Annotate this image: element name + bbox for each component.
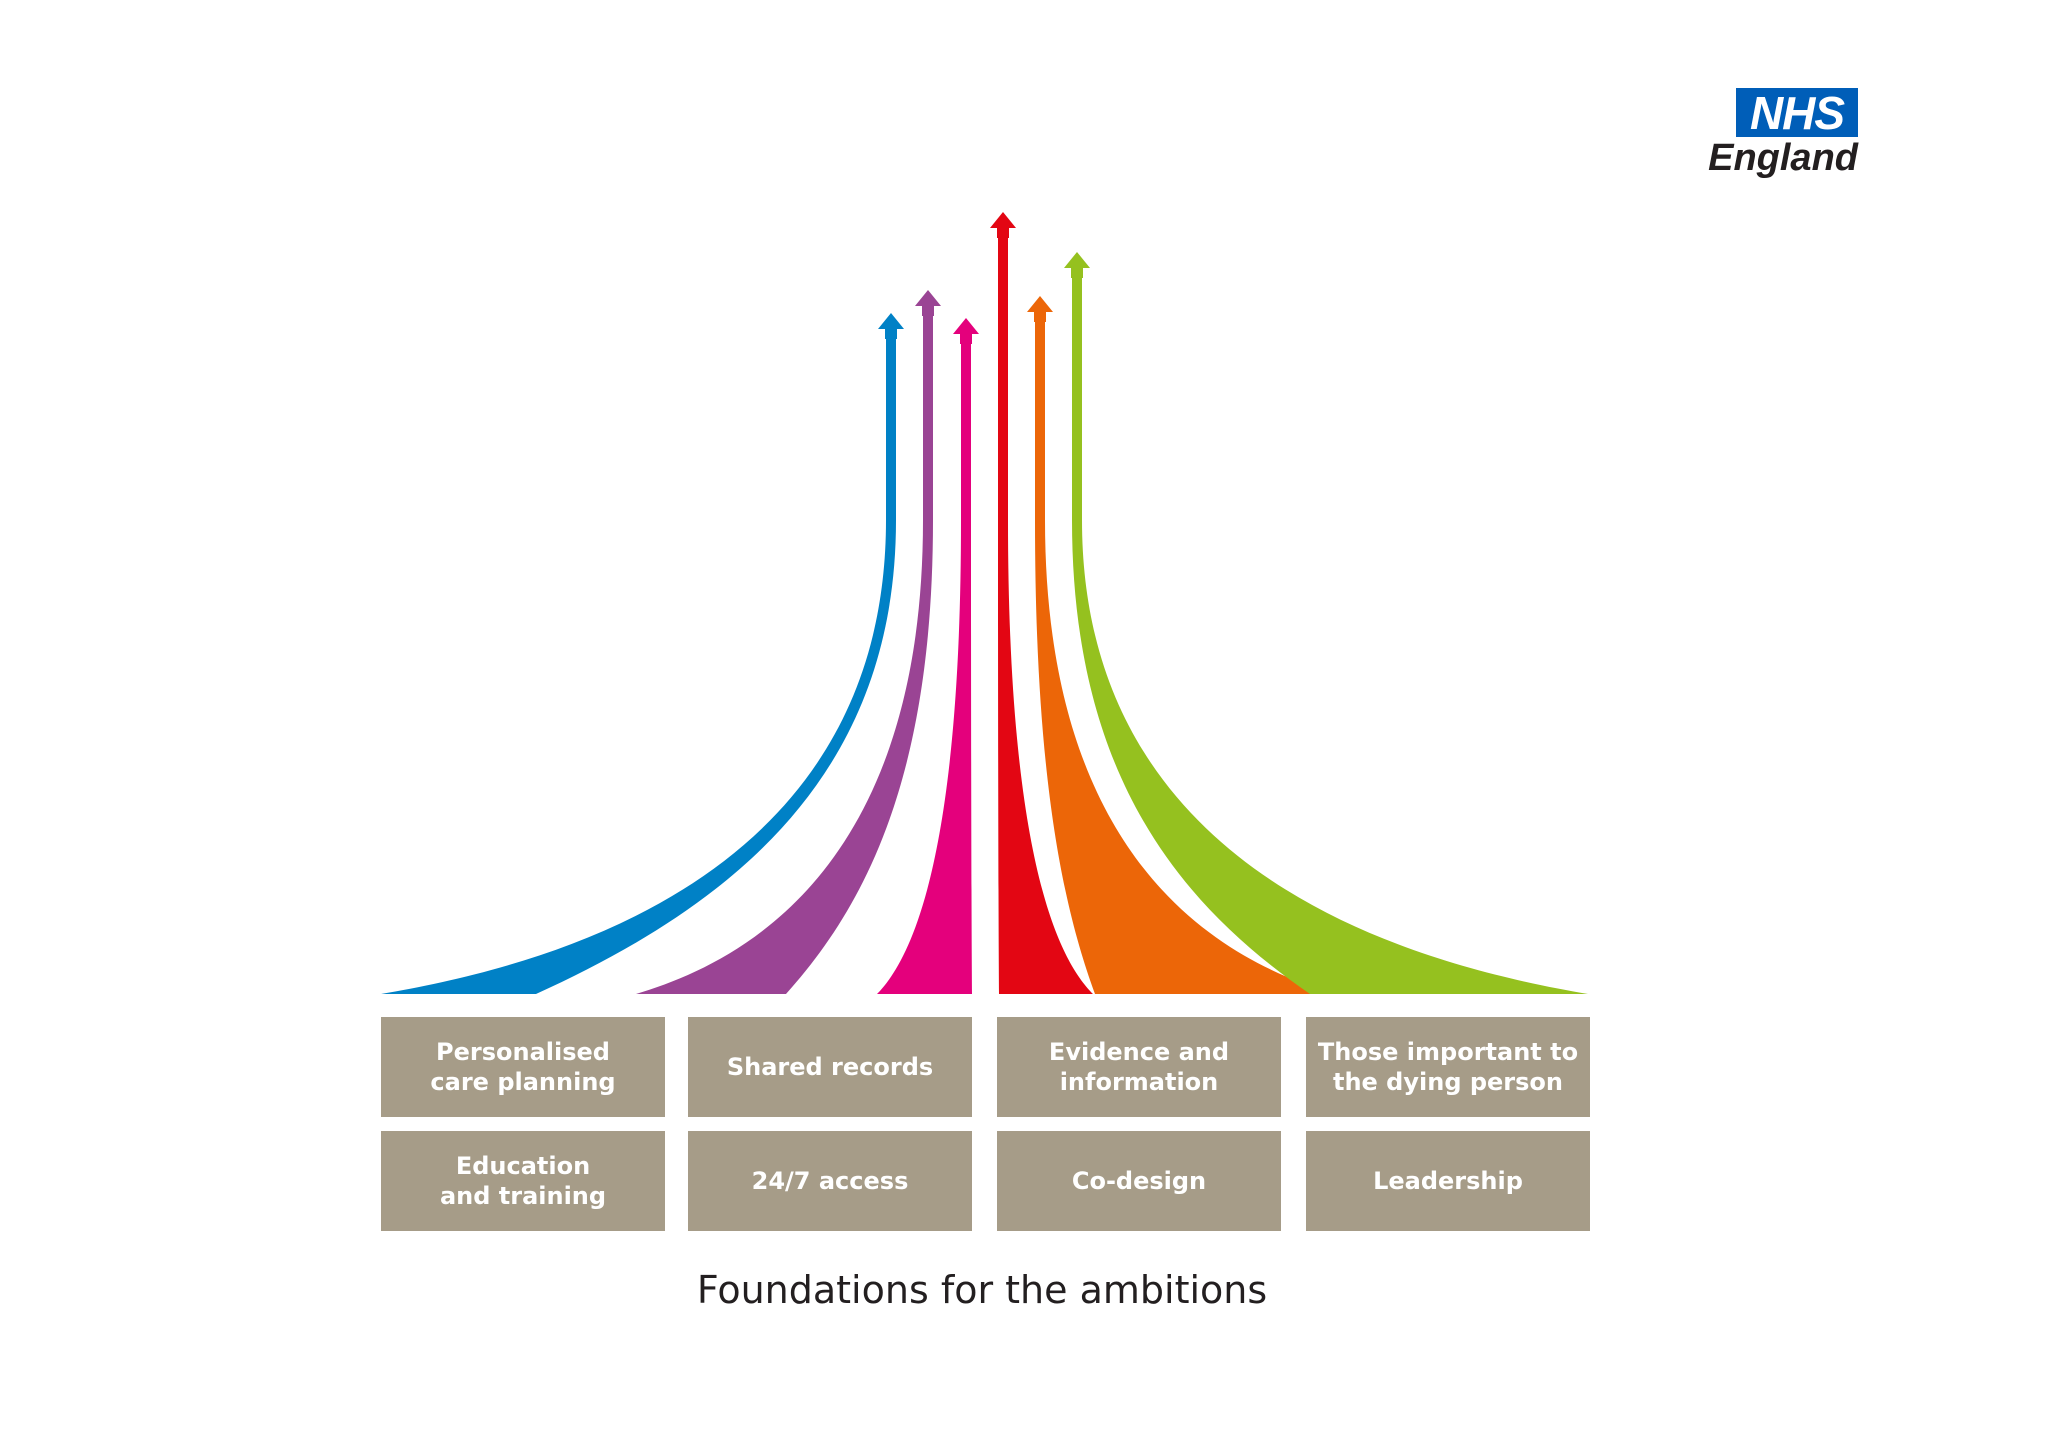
nhs-logo-box: NHS	[1736, 88, 1858, 137]
nhs-england-logo: NHS England	[1698, 88, 1858, 188]
arrow-blue-head	[878, 313, 904, 339]
tile-24-7-access: 24/7 access	[688, 1131, 972, 1231]
tile-co-design: Co-design	[997, 1131, 1281, 1231]
arrow-red-head	[990, 212, 1016, 238]
tile-education-and-training: Education and training	[381, 1131, 665, 1231]
arrow-purple-head	[915, 290, 941, 316]
tile-personalised-care-planning: Personalised care planning	[381, 1017, 665, 1117]
nhs-logo-name: England	[1708, 138, 1858, 180]
tile-shared-records: Shared records	[688, 1017, 972, 1117]
arrow-green-head	[1064, 252, 1090, 278]
tile-evidence-and-information: Evidence and information	[997, 1017, 1281, 1117]
nhs-logo-mark: NHS	[1750, 90, 1844, 136]
arrow-magenta-head	[953, 318, 979, 344]
diagram-caption: Foundations for the ambitions	[0, 1268, 1964, 1312]
arrow-orange-head	[1027, 296, 1053, 322]
tile-leadership: Leadership	[1306, 1131, 1590, 1231]
tile-those-important-to-the-dying-person: Those important to the dying person	[1306, 1017, 1590, 1117]
